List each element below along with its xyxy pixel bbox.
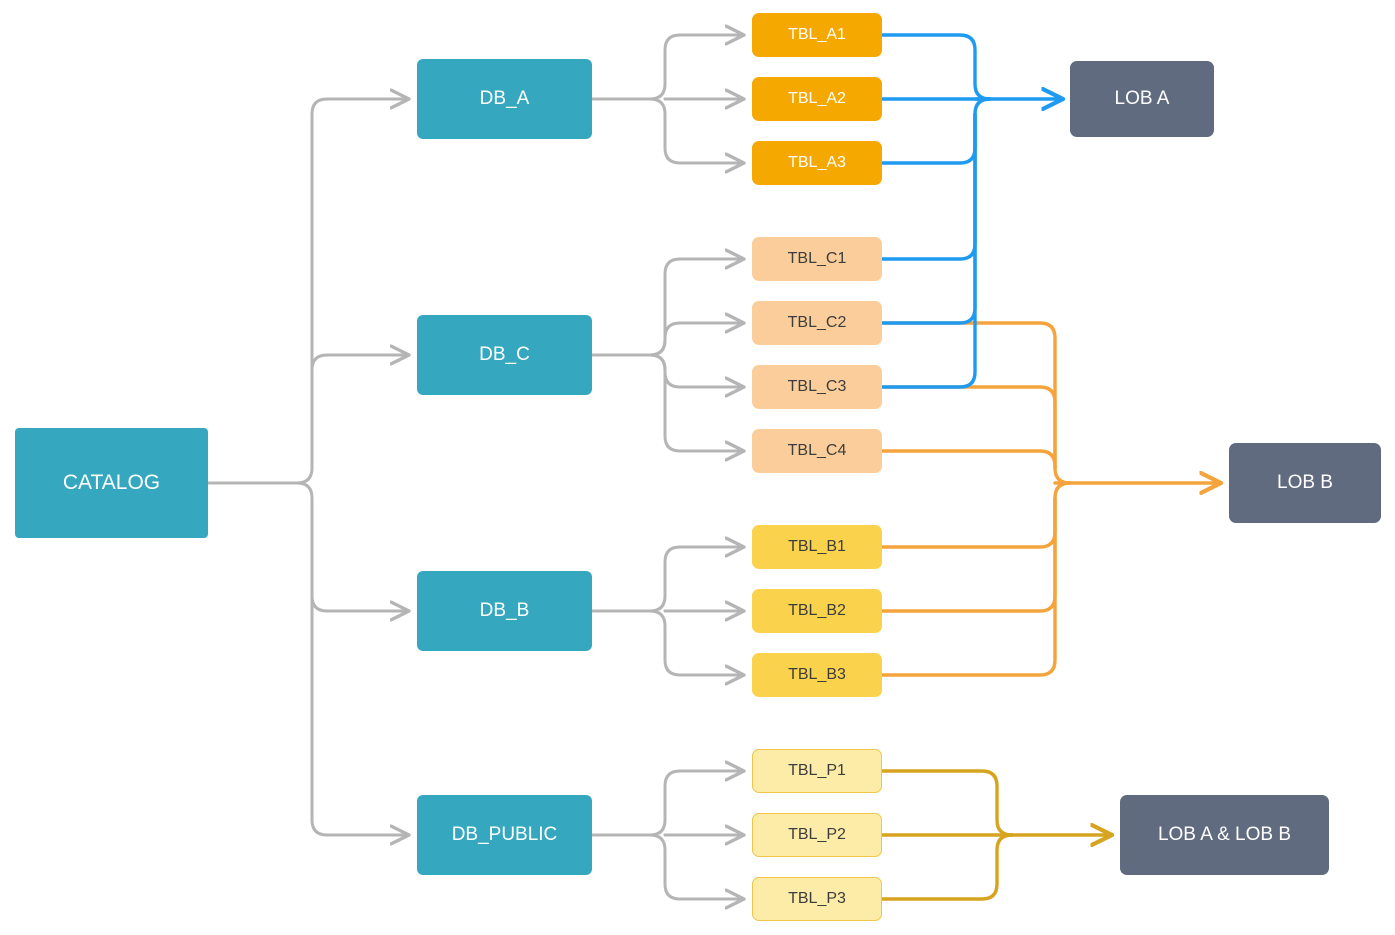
edge-db_c-to-tbl_c4 <box>648 353 744 451</box>
node-db-b-label: DB_B <box>479 600 530 622</box>
edge-tbl_c3-to-lob_b <box>880 385 1057 470</box>
edge-tbl_c3-to-lob_a <box>880 112 977 389</box>
node-db-c-label: DB_C <box>479 344 530 366</box>
edge-catalog-to-db_c <box>310 355 409 470</box>
node-lob-b[interactable]: LOB B <box>1229 443 1381 523</box>
node-tbl-a1[interactable]: TBL_A1 <box>752 13 882 57</box>
edge-tbl_p3-to-lob_ab <box>880 833 1014 901</box>
edge-group-db_b-to-tables <box>590 547 744 675</box>
edge-catalog-to-db_public <box>310 594 409 835</box>
node-tbl-p1-label: TBL_P1 <box>788 761 846 779</box>
node-lob-ab-label: LOB A & LOB B <box>1157 824 1292 846</box>
node-tbl-a1-label: TBL_A1 <box>788 25 846 43</box>
edge-group-db_public-to-tables <box>590 771 744 899</box>
node-tbl-c1[interactable]: TBL_C1 <box>752 237 882 281</box>
node-db-public[interactable]: DB_PUBLIC <box>417 795 592 875</box>
node-catalog[interactable]: CATALOG <box>15 428 208 538</box>
edge-tbl_b3-to-lob_b <box>880 481 1072 677</box>
edge-tbl_b2-to-lob_b <box>880 496 1057 613</box>
node-tbl-b2[interactable]: TBL_B2 <box>752 589 882 633</box>
node-tbl-a2[interactable]: TBL_A2 <box>752 77 882 121</box>
node-lob-ab[interactable]: LOB A & LOB B <box>1120 795 1329 875</box>
edge-tbl_c2-to-lob_b <box>880 321 1072 485</box>
node-tbl-p2[interactable]: TBL_P2 <box>752 813 882 857</box>
edge-catalog-to-db_a <box>295 99 409 485</box>
node-tbl-p1[interactable]: TBL_P1 <box>752 749 882 793</box>
edge-db_public-to-tbl_p1 <box>648 771 744 837</box>
node-tbl-c2-label: TBL_C2 <box>787 313 847 331</box>
node-tbl-b1-label: TBL_B1 <box>788 537 846 555</box>
node-db-a[interactable]: DB_A <box>417 59 592 139</box>
edge-group-catalog-to-databases <box>206 99 409 835</box>
edge-db_public-to-tbl_p3 <box>648 833 744 899</box>
node-db-b[interactable]: DB_B <box>417 571 592 651</box>
node-tbl-a3[interactable]: TBL_A3 <box>752 141 882 185</box>
edge-tbl_a1-to-lob_a <box>880 33 992 101</box>
edge-catalog-to-db_b <box>295 481 409 611</box>
edge-db_a-to-tbl_a3 <box>648 97 744 163</box>
node-tbl-b1[interactable]: TBL_B1 <box>752 525 882 569</box>
node-tbl-c4[interactable]: TBL_C4 <box>752 429 882 473</box>
edge-db_a-to-tbl_a1 <box>648 35 744 101</box>
node-tbl-c3-label: TBL_C3 <box>787 377 847 395</box>
node-tbl-c3[interactable]: TBL_C3 <box>752 365 882 409</box>
node-lob-a-label: LOB A <box>1114 88 1170 110</box>
node-tbl-p2-label: TBL_P2 <box>788 825 846 843</box>
node-catalog-label: CATALOG <box>62 470 161 494</box>
node-tbl-c2[interactable]: TBL_C2 <box>752 301 882 345</box>
edge-group-db_c-to-tables <box>590 259 744 451</box>
node-tbl-p3-label: TBL_P3 <box>788 889 846 907</box>
edge-group-db_a-to-tables <box>590 35 744 163</box>
edge-tbl_b1-to-lob_b <box>880 496 1057 549</box>
node-lob-a[interactable]: LOB A <box>1070 61 1214 137</box>
node-tbl-c1-label: TBL_C1 <box>787 249 847 267</box>
edge-tbl_p1-to-lob_ab <box>880 769 1014 837</box>
edge-tbl_a3-to-lob_a <box>880 112 977 165</box>
node-lob-b-label: LOB B <box>1277 472 1333 494</box>
node-tbl-a3-label: TBL_A3 <box>788 153 846 171</box>
edge-db_b-to-tbl_b3 <box>648 609 744 675</box>
edge-tbl_c2-to-lob_a <box>880 112 977 325</box>
node-tbl-b2-label: TBL_B2 <box>788 601 846 619</box>
node-tbl-b3-label: TBL_B3 <box>788 665 846 683</box>
node-tbl-p3[interactable]: TBL_P3 <box>752 877 882 921</box>
edge-tbl_c4-to-lob_b <box>880 449 1057 470</box>
node-db-a-label: DB_A <box>479 88 530 110</box>
node-db-public-label: DB_PUBLIC <box>451 824 558 846</box>
edge-group-tables-to-lob_a <box>880 33 1063 389</box>
node-tbl-b3[interactable]: TBL_B3 <box>752 653 882 697</box>
edge-db_c-to-tbl_c2 <box>648 323 744 357</box>
node-tbl-a2-label: TBL_A2 <box>788 89 846 107</box>
node-db-c[interactable]: DB_C <box>417 315 592 395</box>
edge-group-tables-to-lob_ab <box>880 769 1112 901</box>
edge-db_b-to-tbl_b1 <box>648 547 744 613</box>
edge-group-tables-to-lob_b <box>880 321 1221 677</box>
node-tbl-c4-label: TBL_C4 <box>787 441 847 459</box>
